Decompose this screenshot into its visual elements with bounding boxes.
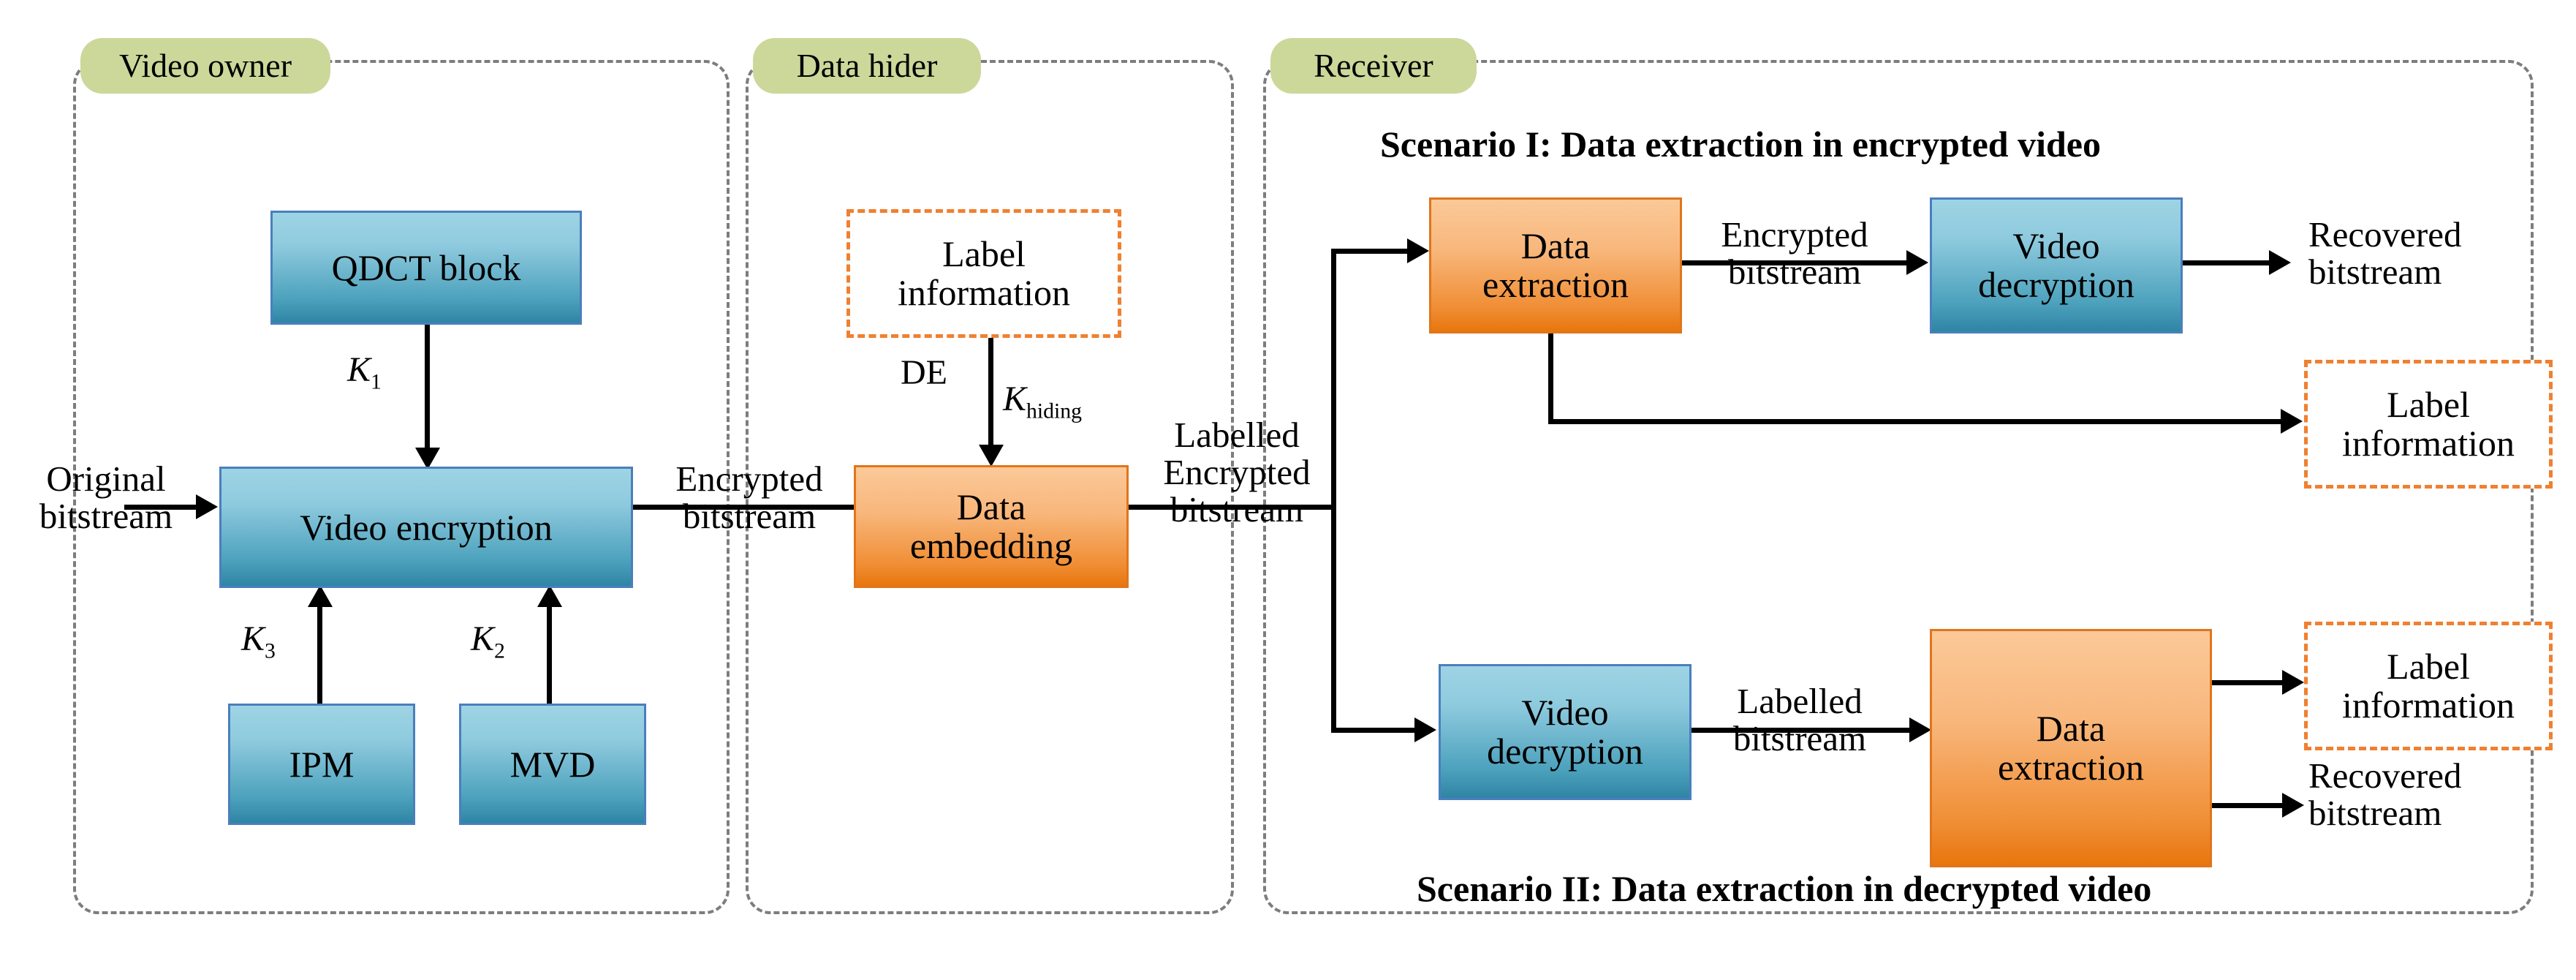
arrowhead-ipm-to-encryption bbox=[308, 585, 333, 607]
connector-extraction-to-recovered-2 bbox=[2208, 803, 2288, 808]
arrowhead-extraction-to-label-1 bbox=[2281, 409, 2303, 434]
box-qdct-block[interactable]: QDCT block bbox=[270, 211, 582, 325]
panel-tag-video-owner: Video owner bbox=[80, 38, 330, 94]
arrowhead-mvd-to-encryption bbox=[537, 585, 562, 607]
connector-extraction-to-decryption-1 bbox=[1678, 260, 1912, 265]
key-label-k2: K2 bbox=[471, 619, 505, 663]
connector-qdct-to-encryption bbox=[425, 320, 430, 452]
box-label-information-scenario-2[interactable]: Label information bbox=[2304, 622, 2553, 750]
label-encrypted-bitstream-scenario-1: Encrypted bitstream bbox=[1721, 214, 1868, 292]
label-recovered-bitstream-scenario-1: Recovered bitstream bbox=[2308, 214, 2462, 292]
key-label-k-hiding: Khiding bbox=[1003, 380, 1083, 423]
label-labelled-encrypted-bitstream: Labelled Encrypted bitstream bbox=[1163, 415, 1311, 529]
panel-video-owner bbox=[73, 60, 730, 914]
arrowhead-trunk-to-extraction-1 bbox=[1407, 238, 1429, 263]
box-ipm[interactable]: IPM bbox=[228, 704, 415, 825]
box-data-extraction-scenario-2[interactable]: Data extraction bbox=[1930, 629, 2212, 867]
connector-decryption-to-extraction-2 bbox=[1687, 728, 1915, 733]
connector-mvd-to-encryption bbox=[547, 607, 552, 704]
key-label-k3: K3 bbox=[241, 619, 276, 663]
connector-decryption-to-recovered-1 bbox=[2178, 260, 2273, 265]
arrowhead-decryption-to-recovered-1 bbox=[2269, 250, 2291, 275]
label-recovered-bitstream-scenario-2: Recovered bitstream bbox=[2308, 755, 2462, 833]
connector-extraction-to-label-2 bbox=[2208, 680, 2288, 685]
connector-trunk-to-decryption-2 bbox=[1331, 728, 1419, 733]
arrowhead-extraction-to-recovered-2 bbox=[2282, 793, 2304, 818]
panel-data-hider bbox=[746, 60, 1234, 914]
arrowhead-trunk-to-decryption-2 bbox=[1414, 717, 1436, 742]
panel-tag-data-hider: Data hider bbox=[753, 38, 981, 94]
connector-original-bitstream bbox=[124, 505, 197, 510]
box-label-information-input[interactable]: Label information bbox=[846, 209, 1121, 338]
arrowhead-qdct-to-encryption bbox=[415, 448, 440, 470]
arrowhead-decryption-to-extraction-2 bbox=[1909, 717, 1931, 742]
connector-extraction-right-1 bbox=[1548, 419, 2287, 424]
heading-scenario-1: Scenario I: Data extraction in encrypted… bbox=[1380, 124, 2101, 165]
key-label-k1: K1 bbox=[347, 350, 382, 394]
box-data-embedding[interactable]: Data embedding bbox=[854, 465, 1129, 588]
connector-encrypted-bitstream bbox=[629, 505, 863, 510]
box-mvd[interactable]: MVD bbox=[459, 704, 646, 825]
connector-label-to-embedding bbox=[988, 331, 993, 449]
connector-extraction-down-1 bbox=[1548, 329, 1553, 424]
arrowhead-label-to-embedding bbox=[979, 445, 1004, 467]
box-video-encryption[interactable]: Video encryption bbox=[219, 467, 633, 588]
connector-ipm-to-encryption bbox=[317, 607, 322, 704]
panel-tag-receiver: Receiver bbox=[1270, 38, 1477, 94]
connector-labelled-encrypted-bitstream bbox=[1124, 505, 1336, 510]
label-original-bitstream: Original bitstream bbox=[39, 459, 173, 536]
box-video-decryption-scenario-1[interactable]: Video decryption bbox=[1930, 197, 2183, 333]
heading-scenario-2: Scenario II: Data extraction in decrypte… bbox=[1417, 868, 2152, 909]
box-video-decryption-scenario-2[interactable]: Video decryption bbox=[1439, 664, 1692, 800]
arrowhead-extraction-to-decryption-1 bbox=[1906, 250, 1928, 275]
label-labelled-bitstream-scenario-2: Labelled bitstream bbox=[1732, 681, 1867, 758]
label-de: DE bbox=[901, 353, 947, 392]
box-label-information-scenario-1[interactable]: Label information bbox=[2304, 360, 2553, 489]
label-encrypted-bitstream: Encrypted bitstream bbox=[675, 459, 823, 536]
arrowhead-extraction-to-label-2 bbox=[2282, 670, 2304, 695]
box-data-extraction-scenario-1[interactable]: Data extraction bbox=[1429, 197, 1682, 333]
connector-trunk-to-extraction-1 bbox=[1331, 249, 1412, 254]
arrowhead-original-bitstream bbox=[196, 494, 218, 519]
connector-split-trunk bbox=[1331, 249, 1336, 733]
